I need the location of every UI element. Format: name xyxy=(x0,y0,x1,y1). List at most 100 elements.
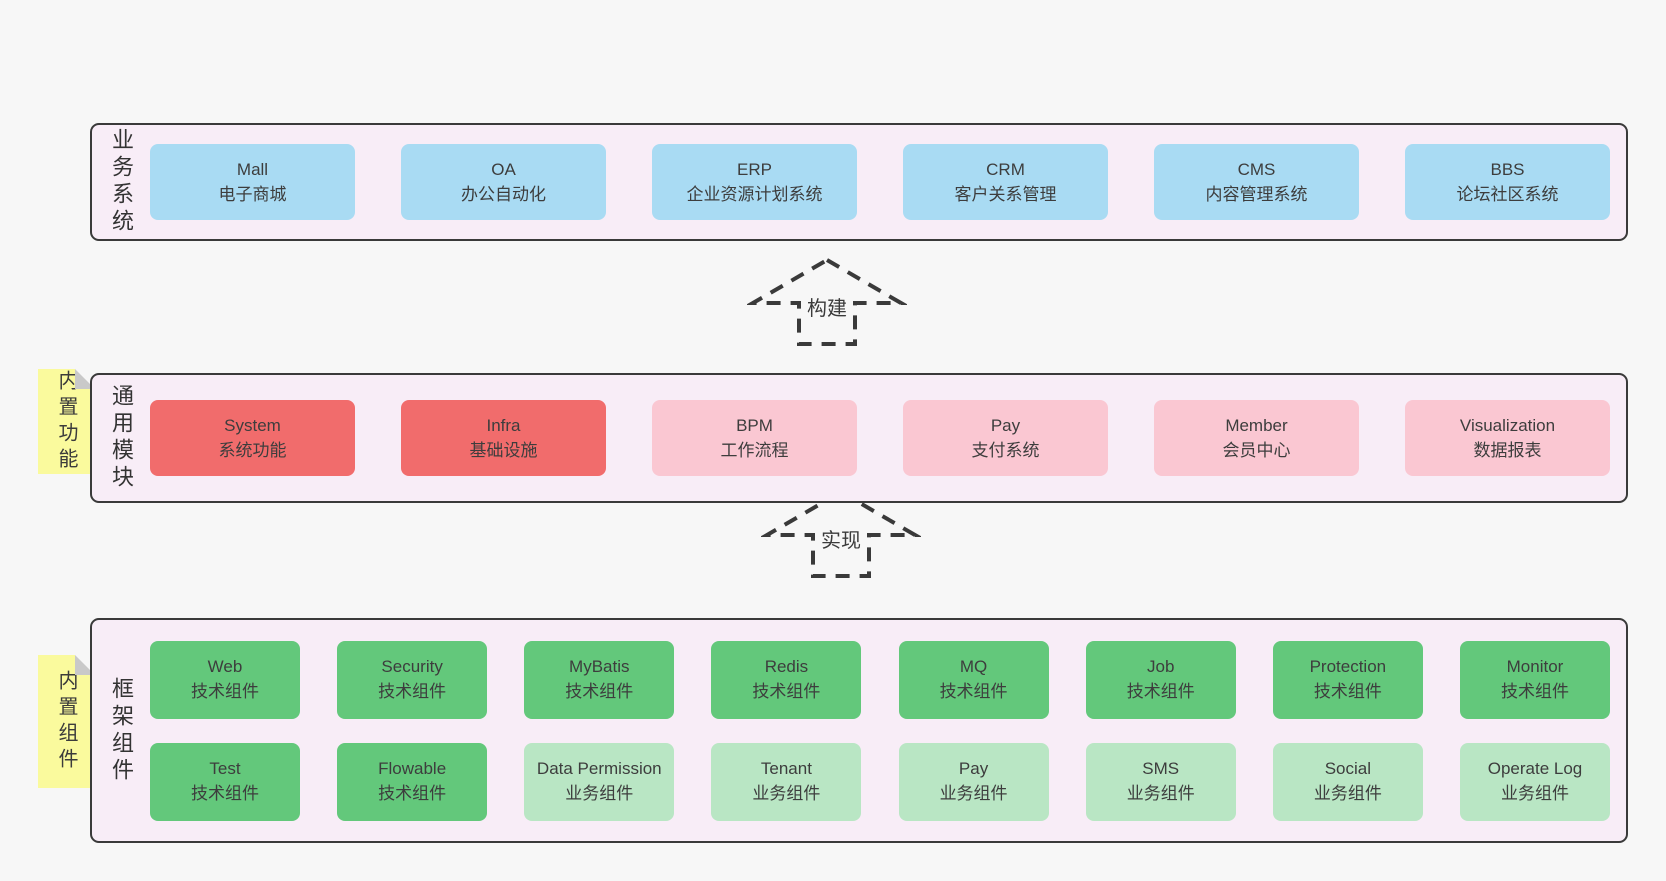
box-desc: 技术组件 xyxy=(752,681,821,701)
box-desc: 技术组件 xyxy=(191,681,259,701)
box-name: CMS xyxy=(1237,159,1276,179)
box-flowable: Flowable 技术组件 xyxy=(337,742,488,821)
box-cms: CMS 内容管理系统 xyxy=(1154,144,1359,220)
box-data-permission: Data Permission 业务组件 xyxy=(524,742,675,821)
box-desc: 技术组件 xyxy=(1313,681,1382,701)
box-tenant: Tenant 业务组件 xyxy=(711,742,862,821)
box-desc: 技术组件 xyxy=(1500,681,1569,701)
box-name: System xyxy=(224,415,281,435)
band-business-systems: 业务系统 Mall 电子商城 OA 办公自动化 ERP 企业资源计划系统 CRM… xyxy=(90,123,1628,241)
sticky-note-built-in-features: 内置功能 xyxy=(38,369,95,474)
box-operate-log: Operate Log 业务组件 xyxy=(1459,742,1610,821)
box-name: ERP xyxy=(737,159,772,179)
box-name: Member xyxy=(1225,415,1288,435)
box-social: Social 业务组件 xyxy=(1272,742,1423,821)
band-common-modules: 通用模块 System 系统功能 Infra 基础设施 BPM 工作流程 Pay… xyxy=(90,373,1628,503)
box-name: Social xyxy=(1324,758,1371,778)
components-row-2: Test 技术组件 Flowable 技术组件 Data Permission … xyxy=(150,742,1610,821)
box-name: Visualization xyxy=(1459,415,1556,435)
box-name: MQ xyxy=(959,656,988,676)
box-desc: 系统功能 xyxy=(218,441,287,460)
box-desc: 技术组件 xyxy=(565,681,634,701)
box-desc: 会员中心 xyxy=(1222,441,1291,460)
box-desc: 业务组件 xyxy=(752,783,821,803)
box-name: Monitor xyxy=(1506,656,1564,676)
box-desc: 技术组件 xyxy=(378,681,447,701)
up-arrow-implement-icon xyxy=(761,489,921,578)
box-desc: 技术组件 xyxy=(939,681,1008,701)
box-desc: 支付系统 xyxy=(971,441,1040,460)
arrow-label-build: 构建 xyxy=(804,292,850,321)
box-desc: 基础设施 xyxy=(469,441,538,460)
sticky-note-built-in-components: 内置组件 xyxy=(38,655,95,788)
box-name: Pay xyxy=(958,758,989,778)
box-name: CRM xyxy=(986,159,1025,179)
box-desc: 企业资源计划系统 xyxy=(686,185,823,204)
box-name: Mall xyxy=(236,159,269,179)
box-name: Tenant xyxy=(760,758,812,778)
band-label-business-systems: 业务系统 xyxy=(109,128,134,236)
box-name: Pay xyxy=(990,415,1021,435)
box-name: Protection xyxy=(1309,656,1387,676)
box-bbs: BBS 论坛社区系统 xyxy=(1405,144,1610,220)
components-rows: Web 技术组件 Security 技术组件 MyBatis 技术组件 Redi… xyxy=(150,620,1626,841)
box-visualization: Visualization 数据报表 xyxy=(1405,400,1610,476)
box-infra: Infra 基础设施 xyxy=(401,400,606,476)
box-desc: 办公自动化 xyxy=(461,185,546,204)
box-monitor: Monitor 技术组件 xyxy=(1459,640,1610,719)
box-member: Member 会员中心 xyxy=(1154,400,1359,476)
box-sms: SMS 业务组件 xyxy=(1085,742,1236,821)
box-oa: OA 办公自动化 xyxy=(401,144,606,220)
box-pay-module: Pay 支付系统 xyxy=(903,400,1108,476)
box-desc: 客户关系管理 xyxy=(954,185,1057,204)
box-protection: Protection 技术组件 xyxy=(1272,640,1423,719)
box-system: System 系统功能 xyxy=(150,400,355,476)
box-desc: 论坛社区系统 xyxy=(1456,185,1559,204)
box-desc: 业务组件 xyxy=(1500,783,1569,803)
box-mq: MQ 技术组件 xyxy=(898,640,1049,719)
band-framework-components: 框架组件 Web 技术组件 Security 技术组件 MyBatis 技术组件… xyxy=(90,618,1628,843)
components-row-1: Web 技术组件 Security 技术组件 MyBatis 技术组件 Redi… xyxy=(150,640,1610,719)
box-desc: 技术组件 xyxy=(191,783,259,803)
box-security: Security 技术组件 xyxy=(337,640,488,719)
box-name: BPM xyxy=(736,415,773,435)
modules-box-row: System 系统功能 Infra 基础设施 BPM 工作流程 Pay 支付系统… xyxy=(150,375,1626,501)
box-mybatis: MyBatis 技术组件 xyxy=(524,640,675,719)
box-name: Flowable xyxy=(378,758,447,778)
box-mall: Mall 电子商城 xyxy=(150,144,355,220)
box-name: Test xyxy=(209,758,241,778)
box-desc: 数据报表 xyxy=(1473,441,1542,460)
box-erp: ERP 企业资源计划系统 xyxy=(652,144,857,220)
box-desc: 技术组件 xyxy=(1126,681,1195,701)
box-name: Infra xyxy=(486,415,521,435)
band-label-framework-components: 框架组件 xyxy=(109,676,134,785)
box-name: Redis xyxy=(764,656,809,676)
box-name: Data Permission xyxy=(536,758,662,778)
box-web: Web 技术组件 xyxy=(150,640,300,719)
box-name: OA xyxy=(491,159,516,179)
box-job: Job 技术组件 xyxy=(1085,640,1236,719)
box-desc: 内容管理系统 xyxy=(1205,185,1308,204)
box-crm: CRM 客户关系管理 xyxy=(903,144,1108,220)
band-label-common-modules: 通用模块 xyxy=(109,384,134,492)
business-box-row: Mall 电子商城 OA 办公自动化 ERP 企业资源计划系统 CRM 客户关系… xyxy=(150,125,1626,239)
box-pay-component: Pay 业务组件 xyxy=(898,742,1049,821)
box-desc: 业务组件 xyxy=(565,783,634,803)
box-desc: 技术组件 xyxy=(378,783,447,803)
box-test: Test 技术组件 xyxy=(150,742,300,821)
up-arrow-build-icon xyxy=(747,257,907,346)
box-name: BBS xyxy=(1490,159,1525,179)
box-desc: 业务组件 xyxy=(939,783,1008,803)
box-desc: 业务组件 xyxy=(1313,783,1382,803)
box-name: Operate Log xyxy=(1487,758,1583,778)
box-name: SMS xyxy=(1142,758,1180,778)
box-name: MyBatis xyxy=(569,656,630,676)
box-redis: Redis 技术组件 xyxy=(711,640,862,719)
box-name: Job xyxy=(1146,656,1175,676)
arrow-label-implement: 实现 xyxy=(818,524,864,553)
box-name: Security xyxy=(381,656,443,676)
box-desc: 业务组件 xyxy=(1126,783,1195,803)
box-desc: 工作流程 xyxy=(720,441,789,460)
box-bpm: BPM 工作流程 xyxy=(652,400,857,476)
